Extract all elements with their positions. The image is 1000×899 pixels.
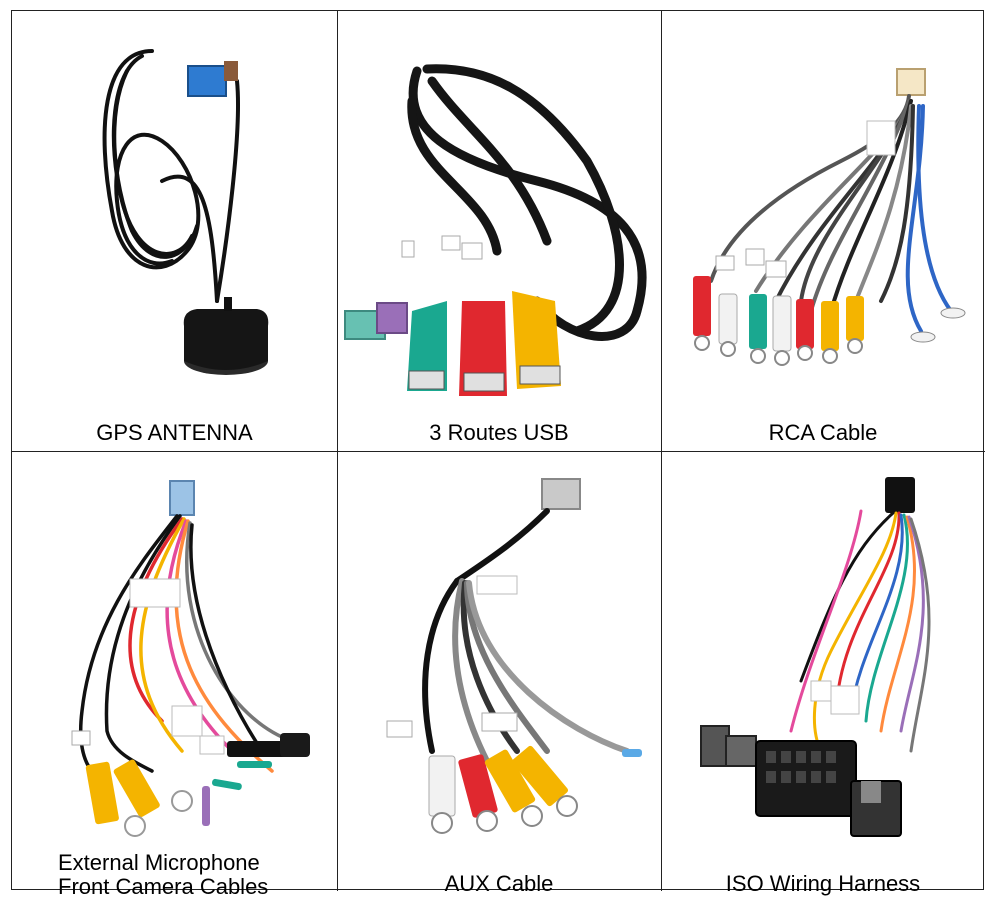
caption-line-2: Front Camera Cables: [58, 874, 269, 899]
microphone-camera-cable-image: [71, 480, 310, 837]
usb-cable-image: [344, 64, 647, 396]
cell-aux-cable: AUX Cable: [337, 451, 661, 896]
cell-gps-antenna: GPS ANTENNA: [12, 11, 337, 451]
cell-microphone-camera: External Microphone Front Camera Cables: [12, 451, 337, 899]
aux-cable-image: [386, 478, 642, 834]
caption-line-1: External Microphone: [58, 850, 260, 875]
caption-rca-cable: RCA Cable: [768, 420, 878, 445]
caption-iso-harness: ISO Wiring Harness: [725, 871, 921, 896]
divider: [12, 451, 985, 452]
product-grid: GPS ANTENNA 3 Routes USB: [11, 10, 985, 899]
cell-3-routes-usb: 3 Routes USB: [337, 11, 661, 451]
iso-harness-image: [700, 477, 931, 837]
rca-cable-image: [693, 68, 966, 366]
caption-gps-antenna: GPS ANTENNA: [96, 420, 253, 445]
cell-rca-cable: RCA Cable: [661, 11, 985, 451]
gps-antenna-image: [102, 49, 269, 375]
caption-microphone-camera: External Microphone Front Camera Cables: [58, 851, 337, 899]
caption-3-routes-usb: 3 Routes USB: [429, 420, 569, 445]
cell-iso-harness: ISO Wiring Harness: [661, 451, 985, 896]
caption-aux-cable: AUX Cable: [444, 871, 554, 896]
